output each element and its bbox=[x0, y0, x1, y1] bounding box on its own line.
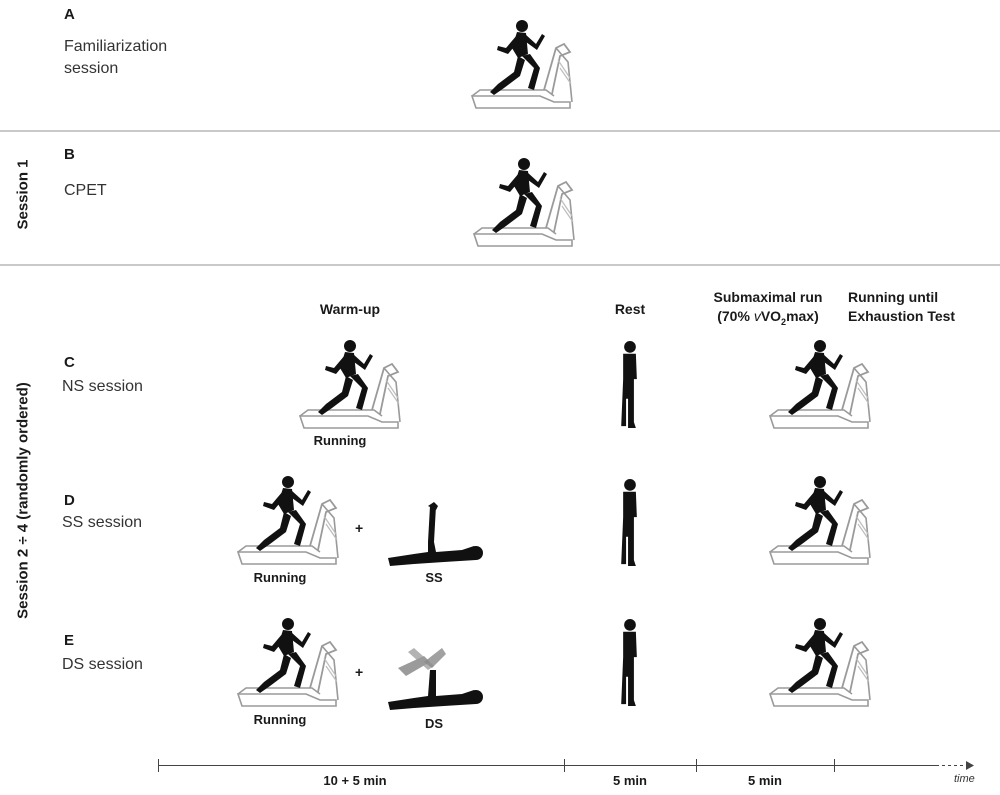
ds-plus-sign: + bbox=[355, 664, 364, 680]
row-e-letter: E bbox=[64, 632, 75, 649]
row-a-letter: A bbox=[64, 6, 75, 23]
cpet-treadmill-runner-icon bbox=[473, 157, 575, 247]
ss-submax-treadmill-runner-icon bbox=[769, 475, 871, 565]
sessions-2-4-label: Session 2 ÷ 4 (randomly ordered) bbox=[14, 382, 32, 619]
ds-running-caption: Running bbox=[253, 712, 307, 727]
header-exhaustion-test: Running until Exhaustion Test bbox=[848, 289, 956, 324]
row-c-letter: C bbox=[64, 354, 75, 371]
row-b-label: CPET bbox=[64, 182, 107, 199]
row-d-letter: D bbox=[64, 492, 75, 509]
row-a-label: Familiarization session bbox=[64, 38, 168, 77]
ns-warmup-running-icon bbox=[299, 339, 401, 429]
ns-submax-treadmill-runner-icon bbox=[769, 339, 871, 429]
ss-rest-standing-icon bbox=[621, 478, 637, 567]
timeline-arrow-icon bbox=[936, 761, 974, 770]
familiarization-treadmill-runner-icon bbox=[471, 19, 573, 109]
ds-submax-treadmill-runner-icon bbox=[769, 617, 871, 707]
timeline-seg3-label: 5 min bbox=[748, 773, 782, 788]
ns-running-caption: Running bbox=[313, 433, 367, 448]
row-e-label: DS session bbox=[62, 656, 143, 673]
dynamic-stretching-figure-icon bbox=[388, 648, 483, 710]
ds-rest-standing-icon bbox=[621, 618, 637, 707]
static-stretching-figure-icon bbox=[388, 502, 483, 566]
ss-caption: SS bbox=[425, 570, 443, 585]
ss-plus-sign: + bbox=[355, 520, 364, 536]
timeline-tick-3 bbox=[834, 759, 835, 772]
timeline-seg2-label: 5 min bbox=[613, 773, 647, 788]
timeline-tick-0 bbox=[158, 759, 159, 772]
ns-rest-standing-icon bbox=[621, 340, 637, 429]
header-warmup: Warm-up bbox=[319, 301, 381, 317]
timeline-end-label: time bbox=[954, 773, 975, 785]
ds-caption: DS bbox=[424, 716, 444, 731]
row-c-label: NS session bbox=[62, 378, 143, 395]
timeline-tick-1 bbox=[564, 759, 565, 772]
header-submaximal-run: Submaximal run (70% vVO2max) bbox=[713, 289, 823, 327]
header-rest: Rest bbox=[614, 301, 646, 317]
divider-bc bbox=[0, 264, 1000, 266]
ss-warmup-running-icon bbox=[237, 475, 339, 565]
divider-ab bbox=[0, 130, 1000, 132]
row-d-label: SS session bbox=[62, 514, 143, 531]
row-b-letter: B bbox=[64, 146, 75, 163]
ds-warmup-running-icon bbox=[237, 617, 339, 707]
session-1-label: Session 1 bbox=[14, 159, 32, 230]
ss-running-caption: Running bbox=[253, 570, 307, 585]
timeline-tick-2 bbox=[696, 759, 697, 772]
timeline-seg1-label: 10 + 5 min bbox=[323, 773, 387, 788]
timeline-axis bbox=[158, 765, 936, 766]
